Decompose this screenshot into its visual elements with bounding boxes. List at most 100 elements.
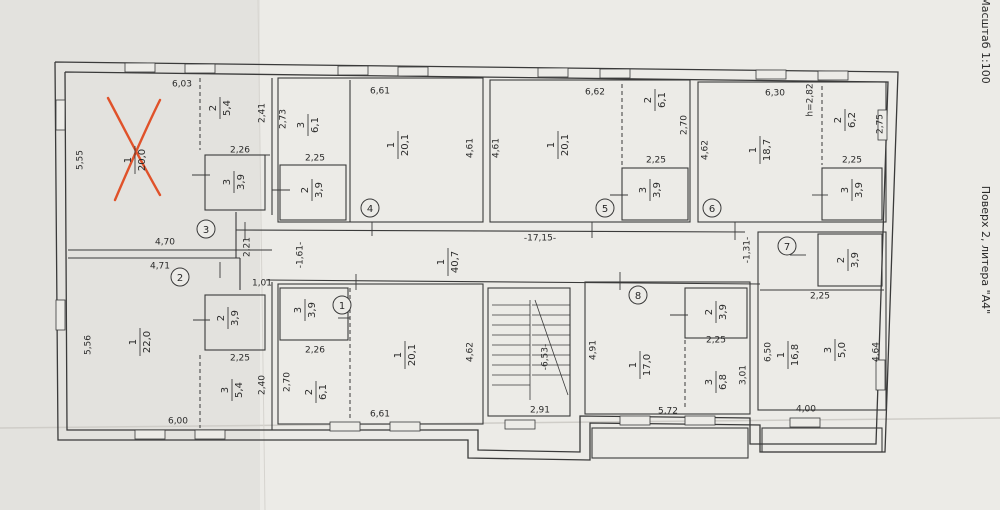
room-r6-2-area: 6,2: [847, 112, 858, 128]
dimension-22: 2,70: [680, 115, 690, 135]
dimension-21: 6,62: [585, 88, 605, 98]
dimension-36: 3,01: [739, 365, 749, 385]
stair-treads: [492, 299, 570, 400]
room-r6-1-number: 1: [748, 147, 759, 153]
dimension-19: 6,61: [370, 410, 390, 420]
room-r8-3-area: 6,8: [718, 374, 729, 390]
room-r2-1-area: 22,0: [142, 331, 153, 353]
dimension-24: 2,25: [646, 156, 666, 166]
room-r1-2-area: 6,1: [318, 384, 329, 400]
dimension-12: 6,61: [370, 87, 390, 97]
room-r3-1-number: 1: [123, 157, 134, 163]
room-r3-2-area: 5,4: [222, 100, 233, 116]
dimension-13: 2,73: [279, 109, 289, 129]
dimension-2: 5,55: [76, 150, 86, 170]
paper-fold: [0, 417, 1000, 429]
dimension-30: 2,75: [876, 114, 886, 134]
apartment-marker-apt-5: 5: [602, 204, 608, 215]
room-r2-1-number: 1: [128, 339, 139, 345]
room-r4-3-area: 6,1: [310, 117, 321, 133]
dimension-39: 6,50: [764, 342, 774, 362]
room-r2-3-number: 3: [220, 387, 231, 393]
apartment-marker-apt-1: 1: [339, 301, 345, 312]
dimension-7: 1,01: [252, 279, 272, 289]
dimension-10: 2,40: [258, 375, 268, 395]
room-r6-1-area: 18,7: [762, 139, 773, 161]
room-r7-2-area: 3,9: [850, 252, 861, 268]
room-r3-2-number: 2: [208, 105, 219, 111]
room-r1-3-number: 3: [293, 307, 304, 313]
dimension-33: -1,31-: [743, 237, 753, 264]
room-r8-2-number: 2: [704, 309, 715, 315]
room-r3-3-number: 3: [222, 179, 233, 185]
dimension-1: 2,41: [258, 103, 268, 123]
paper-crease: [257, 0, 266, 510]
room-r5-3-number: 3: [638, 187, 649, 193]
room-r4-1-number: 1: [386, 142, 397, 148]
dimension-11: 6,00: [168, 417, 188, 427]
room-r8-1-area: 17,0: [642, 354, 653, 376]
room-corr-1-number: 1: [436, 259, 447, 265]
dimension-31: 4,62: [701, 140, 711, 160]
room-corr-1-area: 40,7: [450, 251, 461, 273]
room-r1-1-area: 20,1: [407, 344, 418, 366]
room-r7-1-number: 1: [776, 352, 787, 358]
room-r7-1-area: 16,8: [790, 344, 801, 366]
dimension-29: h=2,82: [806, 83, 816, 116]
apartment-marker-apt-8: 8: [635, 291, 641, 302]
windows: [55, 62, 888, 440]
room-r1-2-number: 2: [304, 389, 315, 395]
dimension-26: -6,53-: [541, 344, 551, 371]
paper-shadow: [0, 0, 260, 510]
room-r8-2-area: 3,9: [718, 304, 729, 320]
room-r1-1-number: 1: [393, 352, 404, 358]
dimension-38: 2,25: [810, 292, 830, 302]
room-r5-2-area: 6,1: [657, 92, 668, 108]
room-r4-3-number: 3: [296, 122, 307, 128]
room-r2-3-area: 5,4: [234, 382, 245, 398]
room-r8-1-number: 1: [628, 362, 639, 368]
dimension-15: 4,61: [466, 138, 476, 158]
dimension-41: 4,00: [796, 405, 816, 415]
dimension-35: 2,25: [706, 336, 726, 346]
sheet-scale: Масштаб 1:100: [979, 0, 992, 84]
apartment-marker-apt-6: 6: [709, 204, 715, 215]
apartment-marker-apt-4: 4: [367, 204, 373, 215]
room-r3-3-area: 3,9: [236, 174, 247, 190]
dimension-14: 2,25: [305, 154, 325, 164]
room-r5-1-area: 20,1: [560, 134, 571, 156]
room-r7-3-area: 5,0: [837, 342, 848, 358]
dimension-32: 2,25: [842, 156, 862, 166]
apartment-markers: [170, 198, 797, 315]
interior-walls: [68, 77, 887, 459]
room-r3-1-area: 20,0: [137, 149, 148, 171]
apartment-marker-apt-3: 3: [203, 225, 209, 236]
dimension-37: 5,72: [658, 407, 678, 417]
cross-out-mark: [106, 96, 162, 202]
dimension-3: 2,26: [230, 146, 250, 156]
dimension-9: 2,25: [230, 354, 250, 364]
dimension-8: 5,56: [84, 335, 94, 355]
room-r5-1-number: 1: [546, 142, 557, 148]
room-r4-2-area: 3,9: [314, 182, 325, 198]
room-r1-3-area: 3,9: [307, 302, 318, 318]
dimension-25: -17,15-: [524, 234, 556, 244]
dimension-5: 2,21: [243, 237, 253, 257]
dimension-20: 4,62: [466, 342, 476, 362]
room-r2-2-area: 3,9: [230, 310, 241, 326]
room-r7-3-number: 3: [823, 347, 834, 353]
dimension-18: 2,70: [283, 372, 293, 392]
apartment-marker-apt-7: 7: [784, 242, 790, 253]
dimension-28: 6,30: [765, 89, 785, 99]
dimension-40: 4,64: [872, 342, 882, 362]
room-r5-2-number: 2: [643, 97, 654, 103]
dimension-0: 6,03: [172, 80, 192, 90]
apartment-marker-apt-2: 2: [177, 273, 183, 284]
dimension-16: -1,61-: [296, 242, 306, 269]
dimension-23: 4,61: [492, 138, 502, 158]
room-r4-2-number: 2: [300, 187, 311, 193]
room-r8-3-number: 3: [704, 379, 715, 385]
